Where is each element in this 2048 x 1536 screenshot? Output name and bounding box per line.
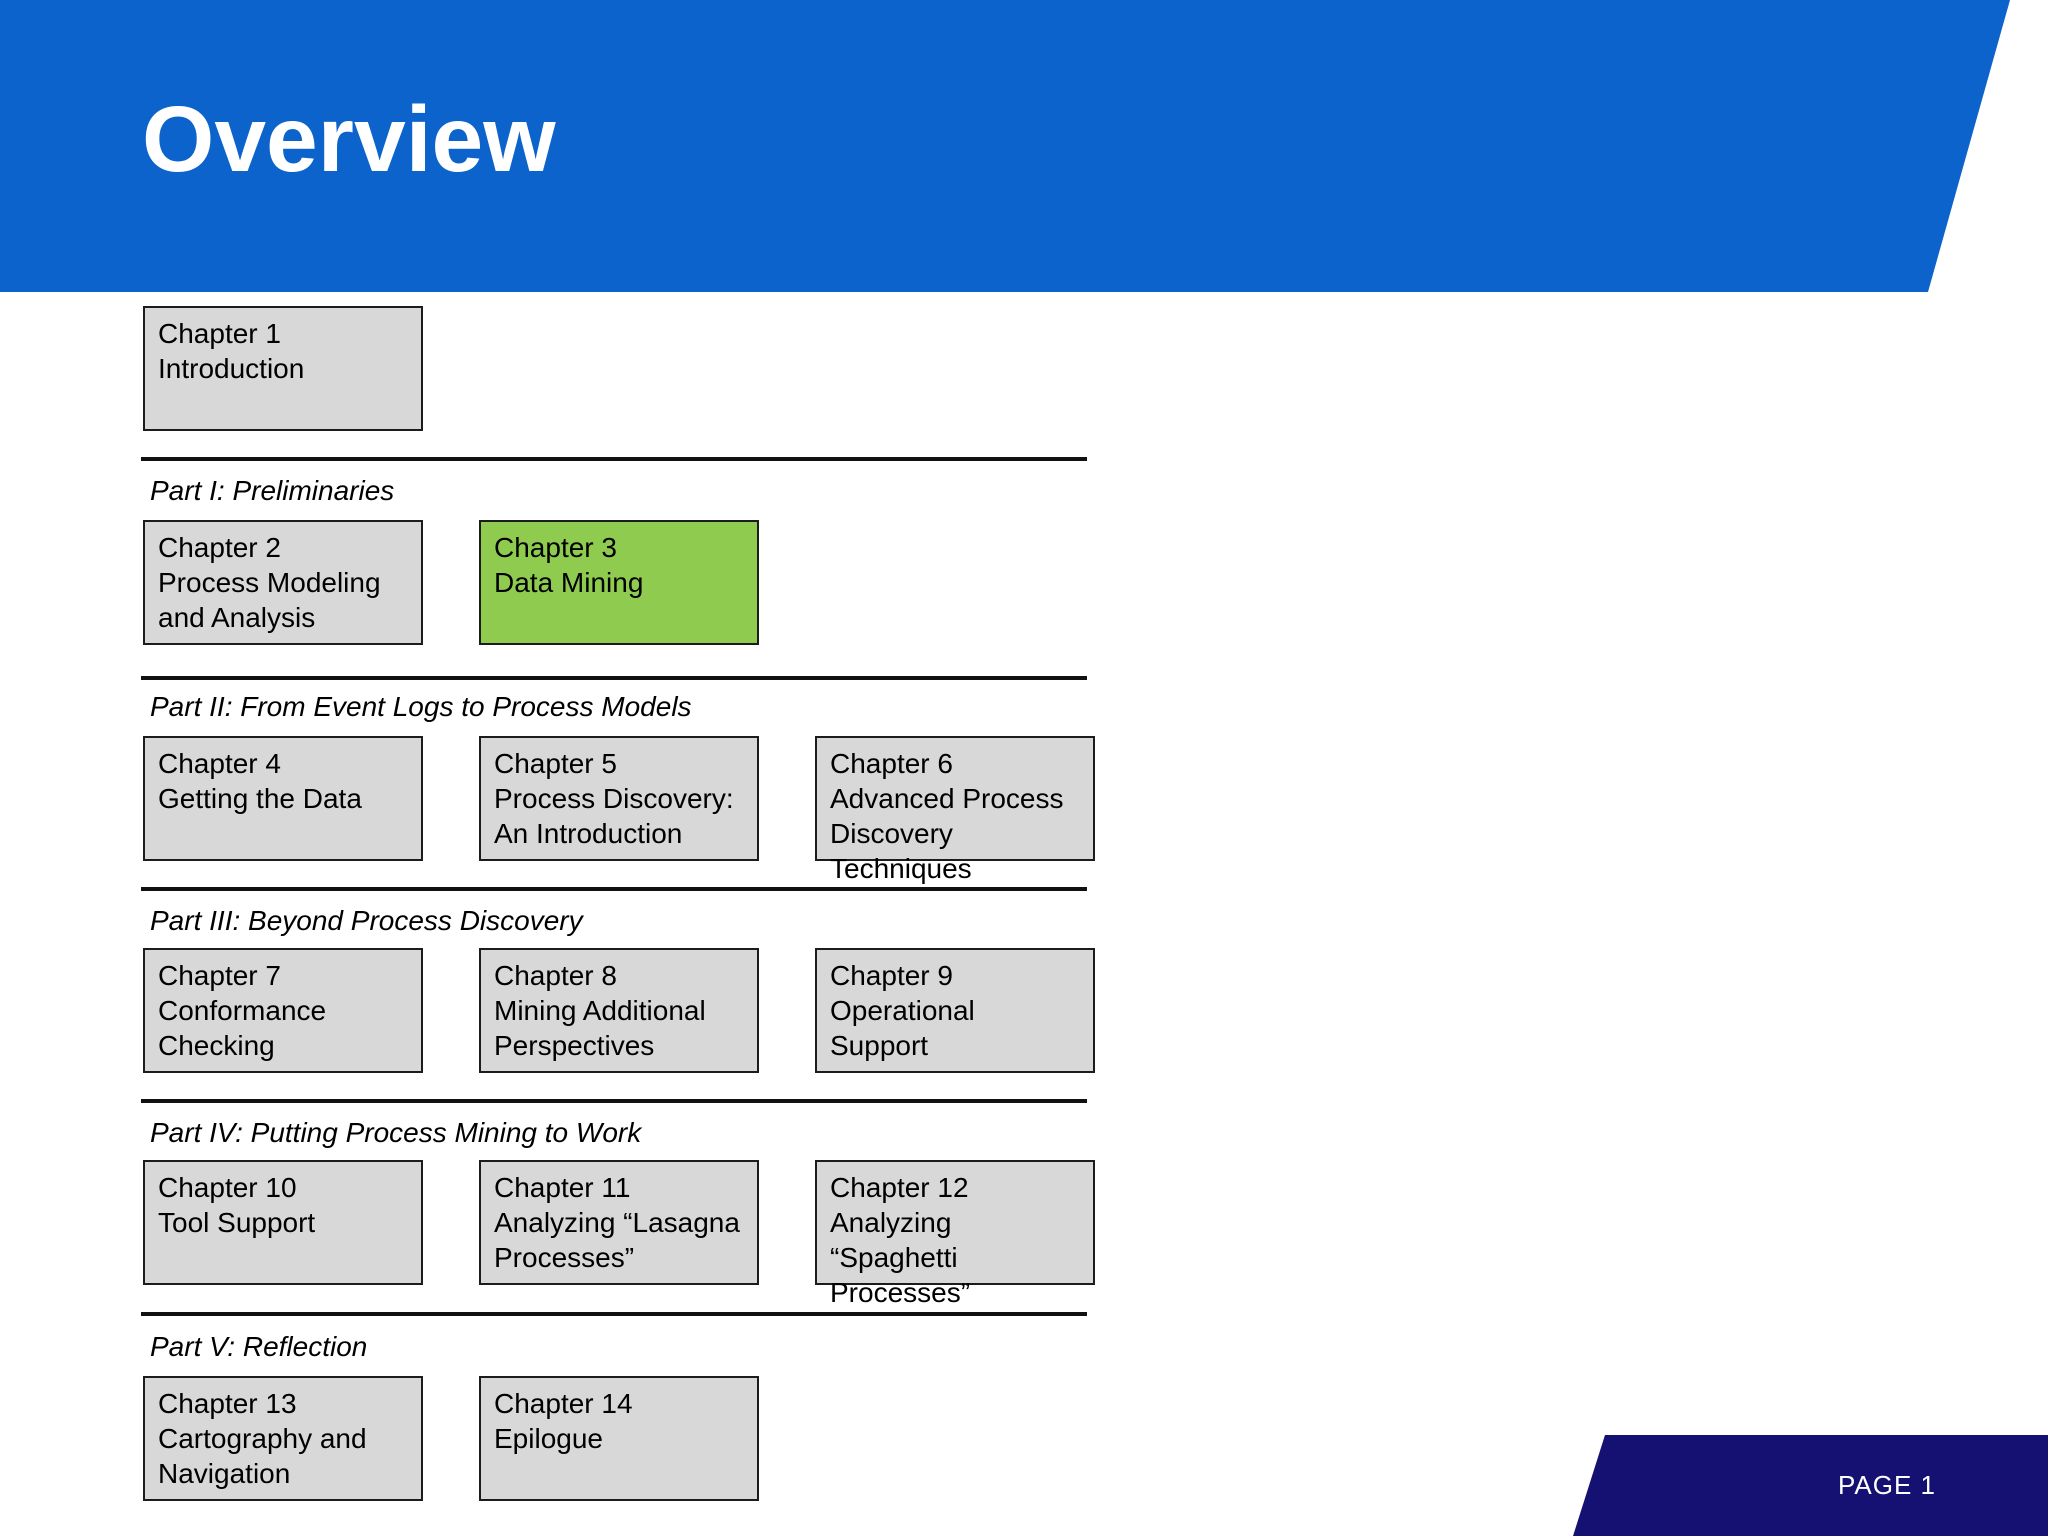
section-divider	[141, 887, 1087, 891]
chapter-number: Chapter 8	[494, 960, 617, 991]
chapter-box-14: Chapter 14 Epilogue	[479, 1376, 759, 1501]
chapter-number: Chapter 14	[494, 1388, 633, 1419]
chapter-box-9: Chapter 9 Operational Support	[815, 948, 1095, 1073]
page-number: PAGE 1	[1837, 1470, 1936, 1500]
chapter-box-13: Chapter 13 Cartography and Navigation	[143, 1376, 423, 1501]
chapter-box-6: Chapter 6 Advanced Process Discovery Tec…	[815, 736, 1095, 884]
chapter-box-3-highlighted: Chapter 3 Data Mining	[479, 520, 759, 645]
chapter-number: Chapter 5	[494, 748, 617, 779]
section-divider	[141, 1312, 1087, 1316]
chapter-number: Chapter 4	[158, 748, 281, 779]
chapter-number: Chapter 2	[158, 532, 281, 563]
chapter-box-12: Chapter 12 Analyzing “Spaghetti Processe…	[815, 1160, 1095, 1308]
chapter-box-10: Chapter 10 Tool Support	[143, 1160, 423, 1285]
chapter-number: Chapter 6	[830, 748, 953, 779]
chapter-box-2: Chapter 2 Process Modeling and Analysis	[143, 520, 423, 645]
section-divider	[141, 676, 1087, 680]
chapter-title: Cartography and Navigation	[158, 1423, 367, 1489]
chapter-box-1: Chapter 1 Introduction	[143, 306, 423, 431]
part-label-5: Part V: Reflection	[150, 1331, 368, 1362]
chapter-box-8: Chapter 8 Mining Additional Perspectives	[479, 948, 759, 1073]
footer-banner: PAGE 1	[1573, 1435, 2048, 1536]
chapter-title: Data Mining	[494, 567, 644, 598]
chapter-number: Chapter 7	[158, 960, 281, 991]
chapter-title: Conformance Checking	[158, 995, 327, 1061]
slide-title: Overview	[142, 87, 556, 191]
chapter-title: Operational Support	[830, 995, 975, 1061]
chapter-title: Mining Additional Perspectives	[494, 995, 706, 1061]
part-label-4: Part IV: Putting Process Mining to Work	[150, 1117, 642, 1148]
chapter-title: Analyzing “Spaghetti Processes”	[830, 1207, 971, 1308]
chapter-number: Chapter 1	[158, 318, 281, 349]
chapter-number: Chapter 3	[494, 532, 617, 563]
chapter-box-11: Chapter 11 Analyzing “Lasagna Processes”	[479, 1160, 759, 1285]
section-divider	[141, 1099, 1087, 1103]
chapter-title: Getting the Data	[158, 783, 362, 814]
chapter-box-4: Chapter 4 Getting the Data	[143, 736, 423, 861]
chapter-box-5: Chapter 5 Process Discovery: An Introduc…	[479, 736, 759, 861]
part-label-2: Part II: From Event Logs to Process Mode…	[150, 691, 692, 722]
chapter-number: Chapter 12	[830, 1172, 969, 1203]
header-banner: Overview	[0, 0, 2010, 292]
chapter-title: Tool Support	[158, 1207, 316, 1238]
chapter-title: Advanced Process Discovery Techniques	[830, 783, 1064, 884]
chapter-number: Chapter 10	[158, 1172, 297, 1203]
chapter-title: Analyzing “Lasagna Processes”	[494, 1207, 740, 1273]
chapter-title: Process Modeling and Analysis	[158, 567, 381, 633]
chapter-title: Introduction	[158, 353, 305, 384]
section-divider	[141, 457, 1087, 461]
chapter-number: Chapter 11	[494, 1172, 631, 1203]
chapter-title: Process Discovery: An Introduction	[494, 783, 734, 849]
chapter-title: Epilogue	[494, 1423, 603, 1454]
part-label-1: Part I: Preliminaries	[150, 475, 395, 506]
chapter-number: Chapter 9	[830, 960, 953, 991]
chapter-number: Chapter 13	[158, 1388, 297, 1419]
part-label-3: Part III: Beyond Process Discovery	[150, 905, 583, 936]
chapter-box-7: Chapter 7 Conformance Checking	[143, 948, 423, 1073]
